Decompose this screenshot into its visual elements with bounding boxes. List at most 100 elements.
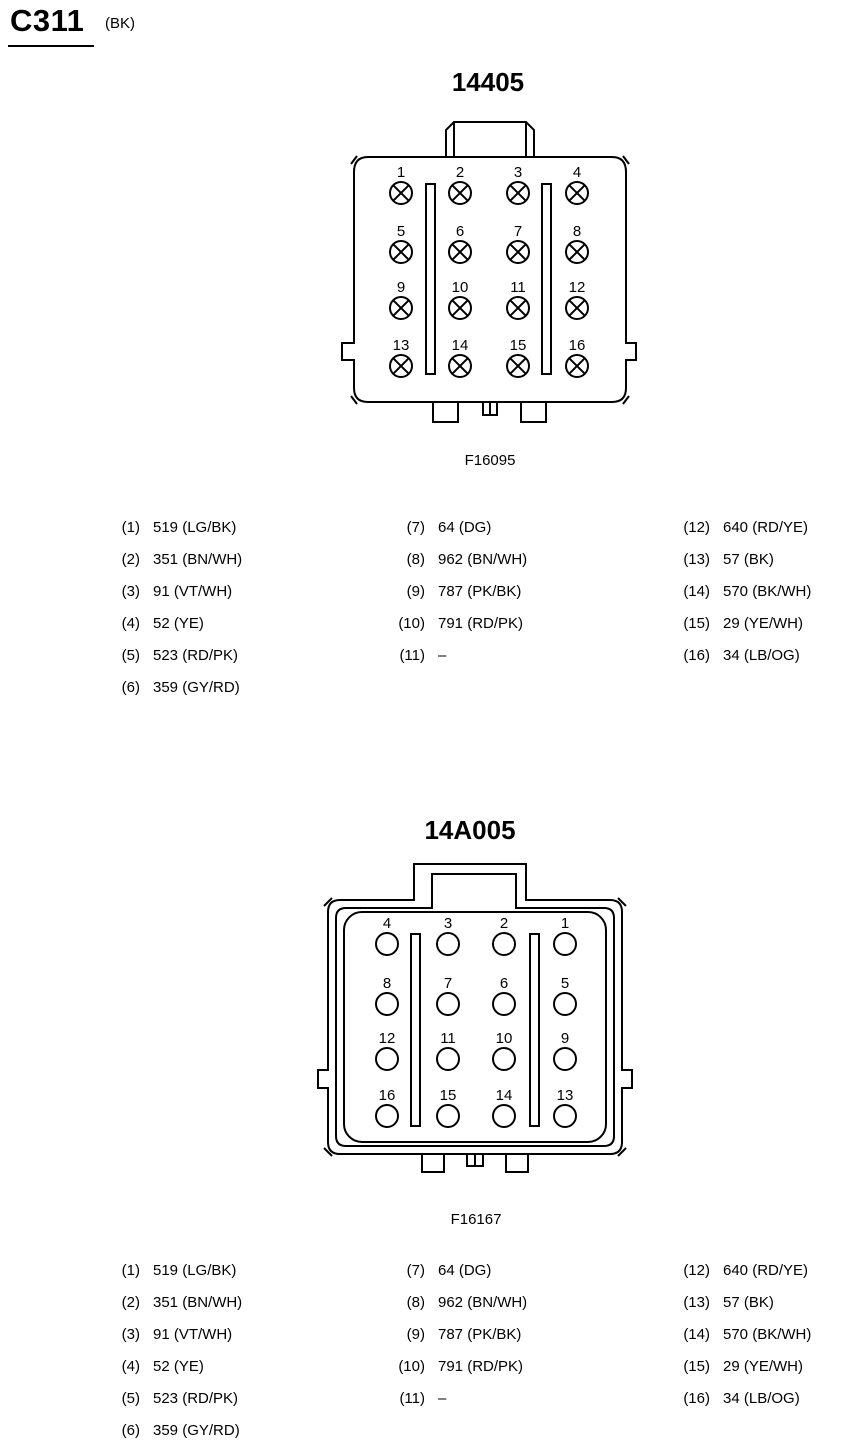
pin-row: (11)– bbox=[385, 1383, 585, 1415]
part-number-2: 14A005 bbox=[424, 815, 516, 845]
circuit-wire: 29 (YE/WH) bbox=[723, 1358, 804, 1375]
pin-row: (13)57 (BK) bbox=[670, 1287, 841, 1319]
pin-number: (16) bbox=[683, 1390, 710, 1407]
pin-number: (1) bbox=[121, 1262, 140, 1279]
pin-cross-mark bbox=[568, 184, 586, 202]
circuit-wire: 640 (RD/YE) bbox=[723, 519, 809, 536]
circuit-wire: 52 (YE) bbox=[153, 1358, 204, 1375]
circuit-wire: 523 (RD/PK) bbox=[153, 647, 239, 664]
pin-cavity bbox=[553, 1104, 577, 1128]
pin-cross-mark bbox=[568, 299, 586, 317]
pin-cavity bbox=[492, 992, 516, 1016]
pin-number-label: 12 bbox=[569, 279, 586, 296]
pin-cavity bbox=[448, 240, 472, 264]
pin-number: (6) bbox=[121, 679, 140, 696]
pin-row: (6) 359 (GY/RD) bbox=[100, 1415, 300, 1447]
pin-row: (7)64 (DG) bbox=[385, 1255, 585, 1287]
pin-row: (4)52 (YE) bbox=[100, 608, 300, 640]
pin-cross-mark bbox=[451, 184, 469, 202]
pin-cross-mark bbox=[392, 243, 410, 261]
pin-number-label: 7 bbox=[444, 975, 452, 992]
pin-number: (10) bbox=[398, 1358, 425, 1375]
figure-id-2: F16167 bbox=[450, 1211, 502, 1228]
circuit-wire: 570 (BK/WH) bbox=[723, 583, 812, 600]
pin-number: (5) bbox=[121, 1390, 140, 1407]
pin-number: (15) bbox=[683, 1358, 710, 1375]
pin-row: (2)351 (BN/WH) bbox=[100, 544, 300, 576]
pin-row: (2) 351 (BN/WH) bbox=[100, 1287, 300, 1319]
pin-row: (15) 29 (YE/WH) bbox=[670, 1351, 841, 1383]
pin-cavity bbox=[565, 181, 589, 205]
circuit-wire: 29 (YE/WH) bbox=[723, 615, 804, 632]
pin-number-label: 11 bbox=[440, 1030, 456, 1047]
pin-number: (4) bbox=[121, 1358, 140, 1375]
pin-row: (5)523 (RD/PK) bbox=[100, 1383, 300, 1415]
pin-number-label: 2 bbox=[500, 915, 508, 932]
pin-cavity bbox=[492, 932, 516, 956]
pin-row: (1)519 (LG/BK) bbox=[100, 512, 300, 544]
pin-row: (4) 52 (YE) bbox=[100, 1351, 300, 1383]
circuit-wire: 359 (GY/RD) bbox=[153, 679, 240, 696]
pin-row: (12) 640 (RD/YE) bbox=[670, 1255, 841, 1287]
pin-cavity bbox=[506, 240, 530, 264]
pin-number-label: 9 bbox=[561, 1030, 569, 1047]
pin-number: (12) bbox=[683, 519, 710, 536]
pin-cavity bbox=[506, 296, 530, 320]
pin-number: (9) bbox=[406, 583, 425, 600]
pin-number: (3) bbox=[121, 583, 140, 600]
pin-cavity bbox=[389, 296, 413, 320]
circuit-wire: – bbox=[438, 647, 447, 664]
circuit-wire: 351 (BN/WH) bbox=[153, 551, 243, 568]
pin-number-label: 5 bbox=[561, 975, 569, 992]
pin-row: (16)34 (LB/OG) bbox=[670, 1383, 841, 1415]
pin-cavity bbox=[375, 1104, 399, 1128]
pin-cavity bbox=[389, 240, 413, 264]
pin-row: (6) 359 (GY/RD) bbox=[100, 672, 300, 704]
pin-cavity bbox=[553, 1047, 577, 1071]
pin-number: (3) bbox=[121, 1326, 140, 1343]
pin-number: (8) bbox=[406, 551, 425, 568]
pin-cross-mark bbox=[392, 184, 410, 202]
circuit-wire: 791 (RD/PK) bbox=[438, 1358, 524, 1375]
pin-number: (10) bbox=[398, 615, 425, 632]
pin-table-14A005: (1)519 (LG/BK)(2)351 (BN/WH)(3)91 (VT/WH… bbox=[0, 1255, 841, 1451]
pin-number: (6) bbox=[121, 1422, 140, 1439]
pin-row: (3)91 (VT/WH) bbox=[100, 1319, 300, 1351]
pin-row: (14)570 (BK/WH) bbox=[670, 576, 841, 608]
circuit-wire: 34 (LB/OG) bbox=[723, 647, 800, 664]
pin-cavity bbox=[389, 354, 413, 378]
pin-number-label: 6 bbox=[500, 975, 508, 992]
pin-number-label: 15 bbox=[510, 337, 527, 354]
pin-cavity bbox=[492, 1104, 516, 1128]
pin-cavity bbox=[375, 1047, 399, 1071]
pin-number: (12) bbox=[683, 1262, 710, 1279]
pin-row: (9)787 (PK/BK) bbox=[385, 1319, 585, 1351]
pin-cavity bbox=[436, 1047, 460, 1071]
pin-row: (10) 791 (RD/PK) bbox=[385, 608, 585, 640]
circuit-wire: 640 (RD/YE) bbox=[723, 1262, 809, 1279]
pin-cavity bbox=[492, 1047, 516, 1071]
pin-number-label: 1 bbox=[397, 164, 405, 181]
circuit-wire: 787 (PK/BK) bbox=[438, 1326, 522, 1343]
pin-number-label: 10 bbox=[496, 1030, 513, 1047]
pin-row: (14)570 (BK/WH) bbox=[670, 1319, 841, 1351]
circuit-wire: 351 (BN/WH) bbox=[153, 1294, 243, 1311]
pin-row: (16)34 (LB/OG) bbox=[670, 640, 841, 672]
figure-id-1: F16095 bbox=[464, 452, 516, 469]
pin-number: (13) bbox=[683, 551, 710, 568]
pin-cross-mark bbox=[509, 299, 527, 317]
circuit-wire: 64 (DG) bbox=[438, 1262, 492, 1279]
pin-number-label: 16 bbox=[569, 337, 586, 354]
circuit-wire: 359 (GY/RD) bbox=[153, 1422, 240, 1439]
pin-cross-mark bbox=[451, 357, 469, 375]
pin-number: (5) bbox=[121, 647, 140, 664]
pin-row: (12) 640 (RD/YE) bbox=[670, 512, 841, 544]
pin-cavity bbox=[375, 992, 399, 1016]
pin-number: (2) bbox=[121, 1294, 140, 1311]
pin-row: (3)91 (VT/WH) bbox=[100, 576, 300, 608]
circuit-wire: 791 (RD/PK) bbox=[438, 615, 524, 632]
circuit-wire: – bbox=[438, 1390, 447, 1407]
pin-number: (7) bbox=[406, 519, 425, 536]
